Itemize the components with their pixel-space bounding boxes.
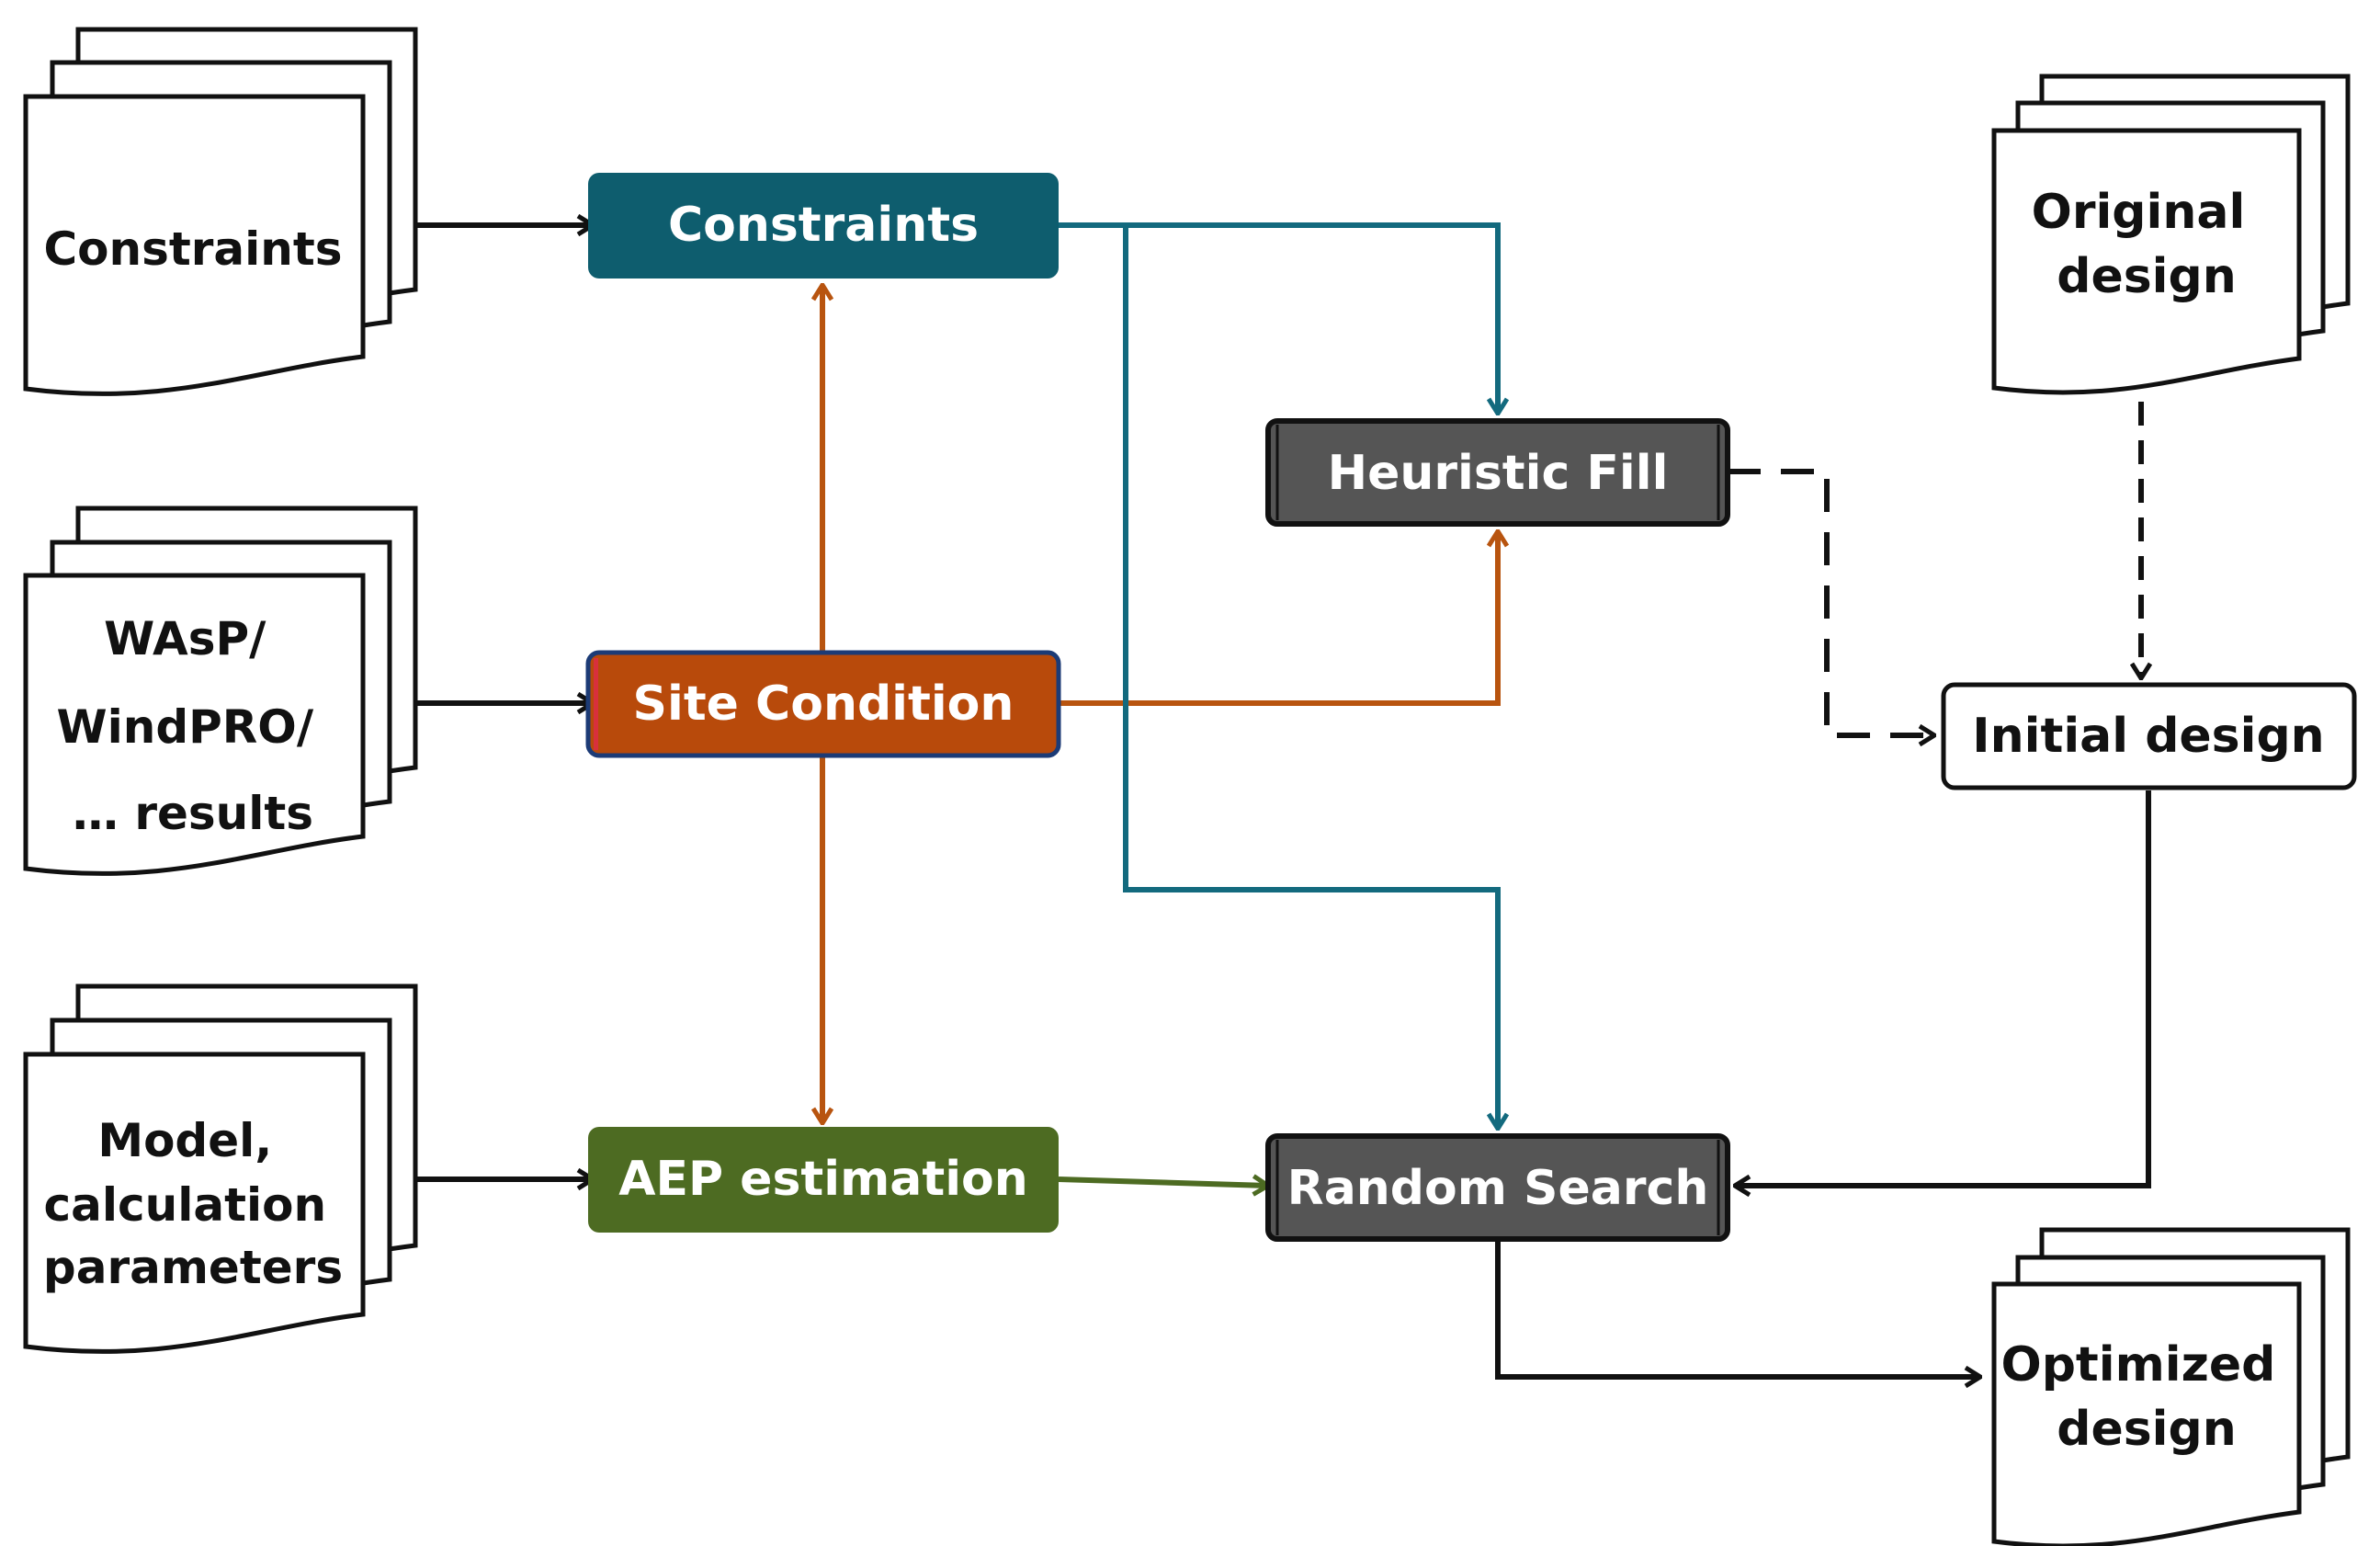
doc-model-line-2: calculation bbox=[43, 1178, 326, 1232]
doc-wasp-line-2: WindPRO/ bbox=[56, 700, 313, 754]
arrow-initial-to-random bbox=[1735, 790, 2151, 1186]
arrow-constraints-to-random bbox=[1123, 225, 1498, 1129]
doc-original-line-2: design bbox=[2057, 249, 2237, 304]
box-initial-design: Initial design bbox=[1941, 682, 2357, 790]
doc-wasp-line-1: WAsP/ bbox=[104, 612, 266, 665]
box-site-condition-label: Site Condition bbox=[633, 676, 1014, 732]
doc-stack-constraints: Constraints bbox=[23, 27, 418, 396]
box-heuristic-fill-label: Heuristic Fill bbox=[1328, 446, 1669, 501]
box-aep-estimation-label: AEP estimation bbox=[618, 1152, 1028, 1207]
box-constraints-label: Constraints bbox=[668, 198, 979, 253]
box-initial-design-label: Initial design bbox=[1972, 709, 2324, 764]
doc-stack-model-parameters: Model, calculation parameters bbox=[23, 983, 418, 1354]
svg-text:Model, calculation: Model, calculation parameters bbox=[43, 1114, 343, 1294]
arrow-heuristic-to-initial bbox=[1728, 469, 1934, 735]
arrow-constraints-to-heuristic bbox=[1059, 222, 1498, 414]
box-site-condition: Site Condition bbox=[585, 650, 1061, 758]
box-aep-estimation: AEP estimation bbox=[588, 1127, 1059, 1233]
doc-stack-wasp-results: WAsP/ WindPRO/ … results bbox=[23, 506, 418, 876]
svg-text:Optimized design: Optimized design bbox=[2001, 1337, 2293, 1457]
arrow-aep-to-random bbox=[1058, 1179, 1268, 1186]
svg-text:Constraints: Constraints bbox=[43, 222, 342, 276]
svg-text:Original design: Original design bbox=[2032, 185, 2262, 304]
doc-model-line-3: parameters bbox=[43, 1241, 343, 1294]
doc-optimized-line-2: design bbox=[2057, 1402, 2237, 1457]
svg-text:WAsP/ WindPRO/ … r: WAsP/ WindPRO/ … results bbox=[56, 612, 329, 840]
doc-optimized-line-1: Optimized bbox=[2001, 1337, 2276, 1393]
box-heuristic-fill: Heuristic Fill bbox=[1265, 418, 1730, 527]
doc-model-line-1: Model, bbox=[97, 1114, 272, 1167]
box-random-search-label: Random Search bbox=[1287, 1161, 1709, 1216]
doc-original-line-1: Original bbox=[2032, 185, 2246, 240]
arrow-site-to-heuristic bbox=[1055, 531, 1498, 706]
doc-stack-original-design: Original design bbox=[1991, 74, 2351, 395]
box-constraints: Constraints bbox=[588, 173, 1059, 279]
doc-constraints-line-1: Constraints bbox=[43, 222, 342, 276]
arrow-random-to-optimized bbox=[1495, 1241, 1980, 1377]
doc-wasp-line-3: … results bbox=[73, 787, 313, 840]
doc-stack-optimized-design: Optimized design bbox=[1991, 1227, 2351, 1546]
connectors bbox=[415, 225, 2148, 1377]
box-random-search: Random Search bbox=[1265, 1133, 1730, 1242]
